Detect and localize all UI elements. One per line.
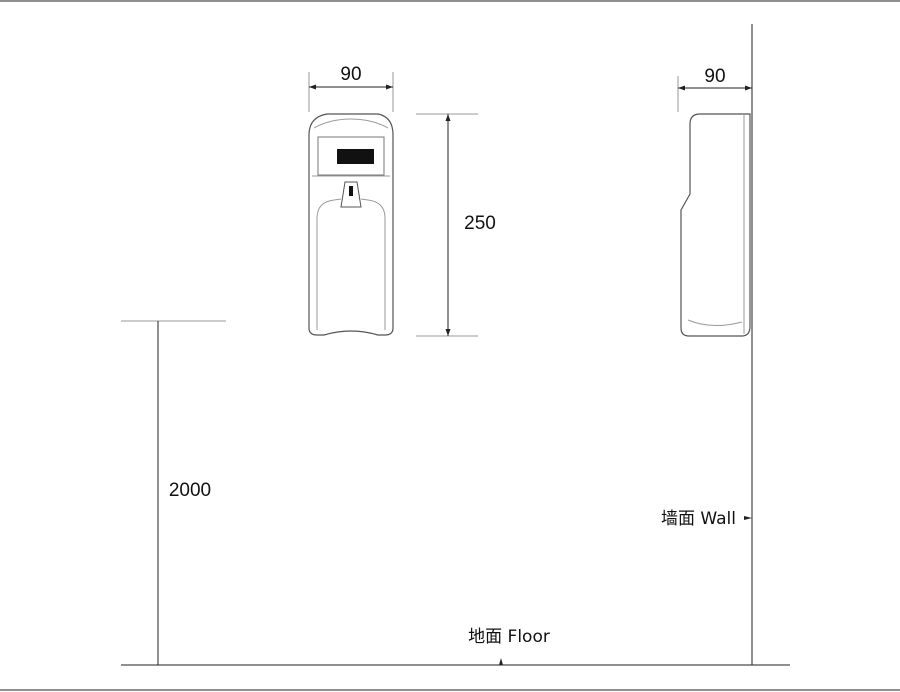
- front-view: [308, 113, 394, 336]
- side-width-dimension: 90: [677, 66, 752, 112]
- front-button: [349, 186, 353, 196]
- side-width-label: 90: [704, 66, 725, 87]
- side-body: [680, 113, 751, 337]
- height-label: 250: [464, 213, 496, 234]
- display-screen: [337, 149, 374, 164]
- side-view: [680, 113, 751, 337]
- front-width-label: 90: [340, 64, 361, 85]
- front-lower-panel: [316, 198, 386, 330]
- mount-height-dimension: 2000: [121, 320, 226, 665]
- front-width-dimension: 90: [308, 64, 394, 112]
- wall-marker: [744, 516, 752, 520]
- mount-height-label: 2000: [169, 480, 211, 501]
- height-dimension: 250: [416, 113, 496, 337]
- floor-marker: [499, 658, 503, 665]
- side-lower-edge: [687, 319, 743, 326]
- wall-label: 墙面 Wall: [661, 509, 736, 529]
- floor-label: 地面 Floor: [468, 627, 550, 647]
- front-inner-top: [313, 118, 389, 129]
